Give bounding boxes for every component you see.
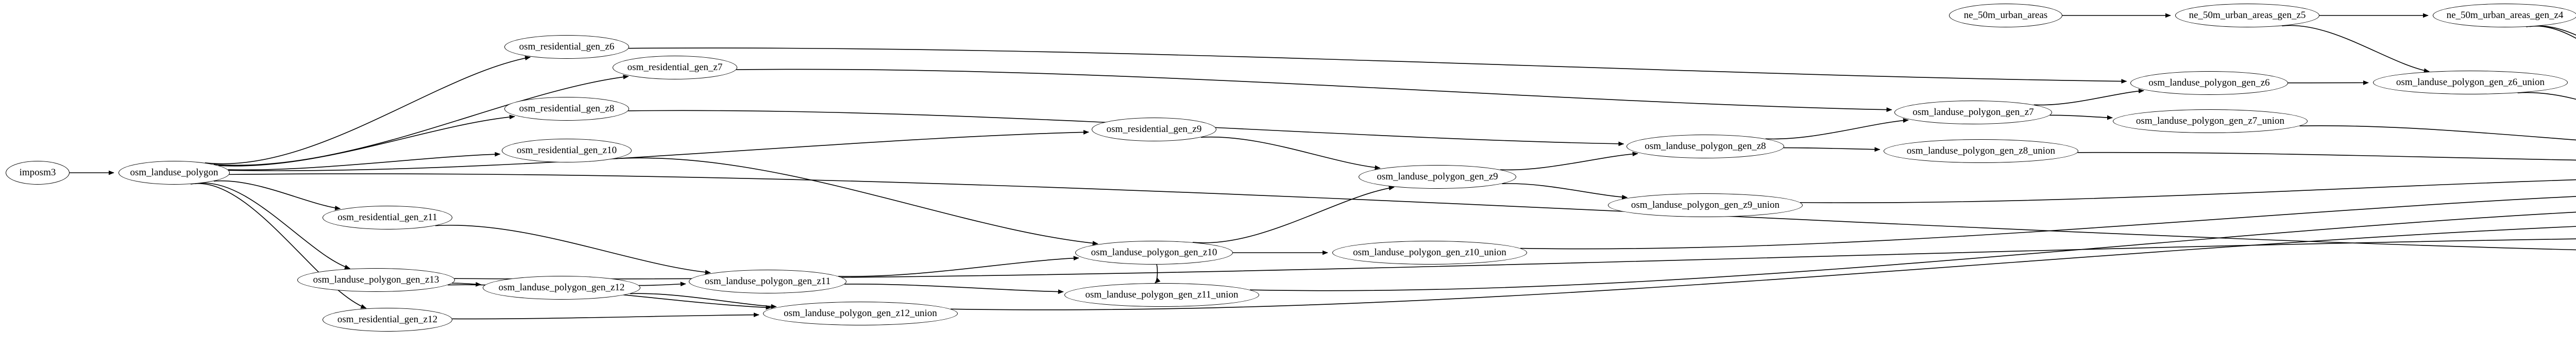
graph-node-ne-50m-urban-areas-gen-z5[interactable]: ne_50m_urban_areas_gen_z5	[2175, 4, 2319, 27]
graph-node-label: ne_50m_urban_areas_gen_z5	[2189, 10, 2306, 21]
graph-edge	[228, 129, 1089, 171]
graph-node-label: osm_landuse_polygon_gen_z9	[1377, 171, 1498, 182]
graph-node-osm-landuse-polygon-gen-z10-union[interactable]: osm_landuse_polygon_gen_z10_union	[1332, 241, 1527, 265]
graph-node-label: ne_50m_urban_areas	[1963, 10, 2048, 21]
graph-node-ne-50m-urban-areas[interactable]: ne_50m_urban_areas	[1949, 4, 2062, 27]
graph-node-label: osm_residential_gen_z7	[627, 62, 723, 73]
graph-node-osm-landuse-polygon-gen-z7-union[interactable]: osm_landuse_polygon_gen_z7_union	[2113, 109, 2308, 133]
graph-edge	[630, 293, 777, 309]
graph-edge	[1765, 118, 1909, 140]
graph-node-label: osm_residential_gen_z8	[519, 103, 615, 114]
graph-node-label: osm_landuse_polygon_gen_z10_union	[1353, 247, 1506, 258]
graph-node-label: osm_landuse_polygon	[130, 167, 218, 178]
graph-edge	[629, 47, 2127, 84]
graph-node-label: osm_landuse_polygon_gen_z6_union	[2396, 77, 2545, 88]
graph-node-label: osm_landuse_polygon_gen_z11	[704, 276, 831, 287]
graph-edge	[435, 224, 711, 275]
graph-node-osm-residential-gen-z11[interactable]: osm_residential_gen_z11	[323, 206, 452, 229]
graph-edge	[1502, 183, 1628, 200]
graph-edge	[1192, 186, 1395, 243]
graph-edge	[736, 69, 1892, 112]
graph-node-label: osm_landuse_polygon_gen_z7_union	[2136, 116, 2285, 126]
graph-node-osm-landuse-polygon-gen-z8-union[interactable]: osm_landuse_polygon_gen_z8_union	[1884, 139, 2078, 163]
graph-node-osm-landuse-polygon-gen-z6-union[interactable]: osm_landuse_polygon_gen_z6_union	[2373, 71, 2568, 94]
graph-edge	[838, 256, 1079, 277]
graph-node-label: osm_landuse_polygon_gen_z7	[1912, 107, 2034, 118]
graph-edge	[2517, 92, 2576, 100]
graph-edge	[2077, 152, 2576, 161]
graph-edge	[1250, 211, 2576, 291]
graph-edge	[2282, 25, 2430, 73]
graph-edge	[452, 312, 759, 320]
graph-edge	[2526, 25, 2576, 39]
graph-edge	[844, 284, 1064, 294]
graph-node-osm-residential-gen-z7[interactable]: osm_residential_gen_z7	[613, 56, 737, 79]
graph-edge	[2033, 89, 2144, 106]
graph-edge	[2299, 125, 2576, 141]
graph-node-label: osm_residential_gen_z9	[1106, 124, 1202, 135]
graph-edge	[2529, 25, 2576, 36]
graph-node-osm-residential-gen-z8[interactable]: osm_residential_gen_z8	[504, 97, 629, 121]
graph-edge	[639, 282, 686, 287]
graph-node-osm-landuse-polygon-gen-z8[interactable]: osm_landuse_polygon_gen_z8	[1626, 135, 1784, 158]
graph-node-osm-residential-gen-z10[interactable]: osm_residential_gen_z10	[502, 139, 632, 162]
graph-edge	[1500, 152, 1638, 171]
graph-edge	[1784, 147, 1880, 152]
graph-node-label: osm_landuse_polygon_gen_z11_union	[1085, 289, 1239, 300]
graph-node-osm-residential-gen-z12[interactable]: osm_residential_gen_z12	[323, 308, 452, 332]
graph-node-osm-landuse-polygon-gen-z10[interactable]: osm_landuse_polygon_gen_z10	[1075, 241, 1233, 265]
graph-node-label: osm_landuse_polygon_gen_z9_union	[1631, 200, 1780, 210]
graph-edge	[614, 157, 1098, 246]
graph-node-label: osm_landuse_polygon_gen_z8	[1645, 141, 1766, 152]
graph-node-osm-residential-gen-z6[interactable]: osm_residential_gen_z6	[504, 35, 629, 59]
graph-node-osm-landuse-polygon-gen-z9-union[interactable]: osm_landuse_polygon_gen_z9_union	[1608, 193, 1803, 217]
graph-node-label: osm_landuse_polygon_gen_z12_union	[784, 308, 937, 319]
graph-node-label: ne_50m_urban_areas_gen_z4	[2446, 10, 2564, 21]
graph-edge	[229, 173, 2576, 251]
graph-node-osm-landuse-polygon-gen-z9[interactable]: osm_landuse_polygon_gen_z9	[1359, 165, 1516, 189]
graph-edge	[205, 56, 531, 164]
graph-edge	[1520, 196, 2576, 250]
graph-edge	[1200, 136, 1381, 170]
graph-edge	[2049, 114, 2113, 120]
graph-node-osm-landuse-polygon-gen-z12[interactable]: osm_landuse_polygon_gen_z12	[483, 276, 640, 300]
graph-node-ne-50m-urban-areas-gen-z4[interactable]: ne_50m_urban_areas_gen_z4	[2433, 4, 2576, 27]
graph-node-osm-landuse-polygon-gen-z7[interactable]: osm_landuse_polygon_gen_z7	[1894, 101, 2052, 124]
graph-edge	[1800, 179, 2576, 203]
graph-node-label: imposm3	[19, 167, 56, 178]
graph-node-label: osm_landuse_polygon_gen_z10	[1091, 247, 1217, 258]
graph-node-osm-landuse-polygon-gen-z13[interactable]: osm_landuse_polygon_gen_z13	[297, 268, 455, 292]
graph-node-osm-landuse-polygon-gen-z11-union[interactable]: osm_landuse_polygon_gen_z11_union	[1064, 283, 1259, 307]
graph-node-osm-landuse-polygon-gen-z12-union[interactable]: osm_landuse_polygon_gen_z12_union	[763, 302, 958, 325]
graph-node-label: osm_landuse_polygon_gen_z13	[313, 274, 439, 285]
graph-node-label: osm_residential_gen_z6	[519, 41, 615, 52]
graph-node-imposm3[interactable]: imposm3	[6, 161, 70, 185]
graph-edge	[218, 114, 515, 167]
graph-node-label: osm_residential_gen_z12	[337, 314, 438, 325]
graph-node-label: osm_residential_gen_z10	[516, 145, 617, 156]
graph-edge	[950, 226, 2576, 310]
graph-edge	[1155, 264, 1161, 284]
graph-edge	[195, 183, 351, 269]
graph-node-osm-residential-gen-z9[interactable]: osm_residential_gen_z9	[1092, 118, 1216, 141]
graph-edge	[228, 152, 501, 171]
graph-edge	[213, 74, 629, 166]
graph-edge	[190, 183, 367, 309]
graph-node-label: osm_residential_gen_z11	[337, 212, 437, 223]
graph-node-label: osm_landuse_polygon_gen_z8_union	[1906, 145, 2056, 156]
graph-edge	[213, 180, 341, 210]
graph-node-osm-landuse-polygon[interactable]: osm_landuse_polygon	[118, 161, 230, 185]
graph-node-label: osm_landuse_polygon_gen_z12	[498, 282, 625, 293]
graph-node-label: osm_landuse_polygon_gen_z6	[2148, 77, 2270, 88]
graph-node-osm-landuse-polygon-gen-z11[interactable]: osm_landuse_polygon_gen_z11	[689, 270, 846, 293]
graph-node-osm-landuse-polygon-gen-z6[interactable]: osm_landuse_polygon_gen_z6	[2130, 71, 2288, 95]
